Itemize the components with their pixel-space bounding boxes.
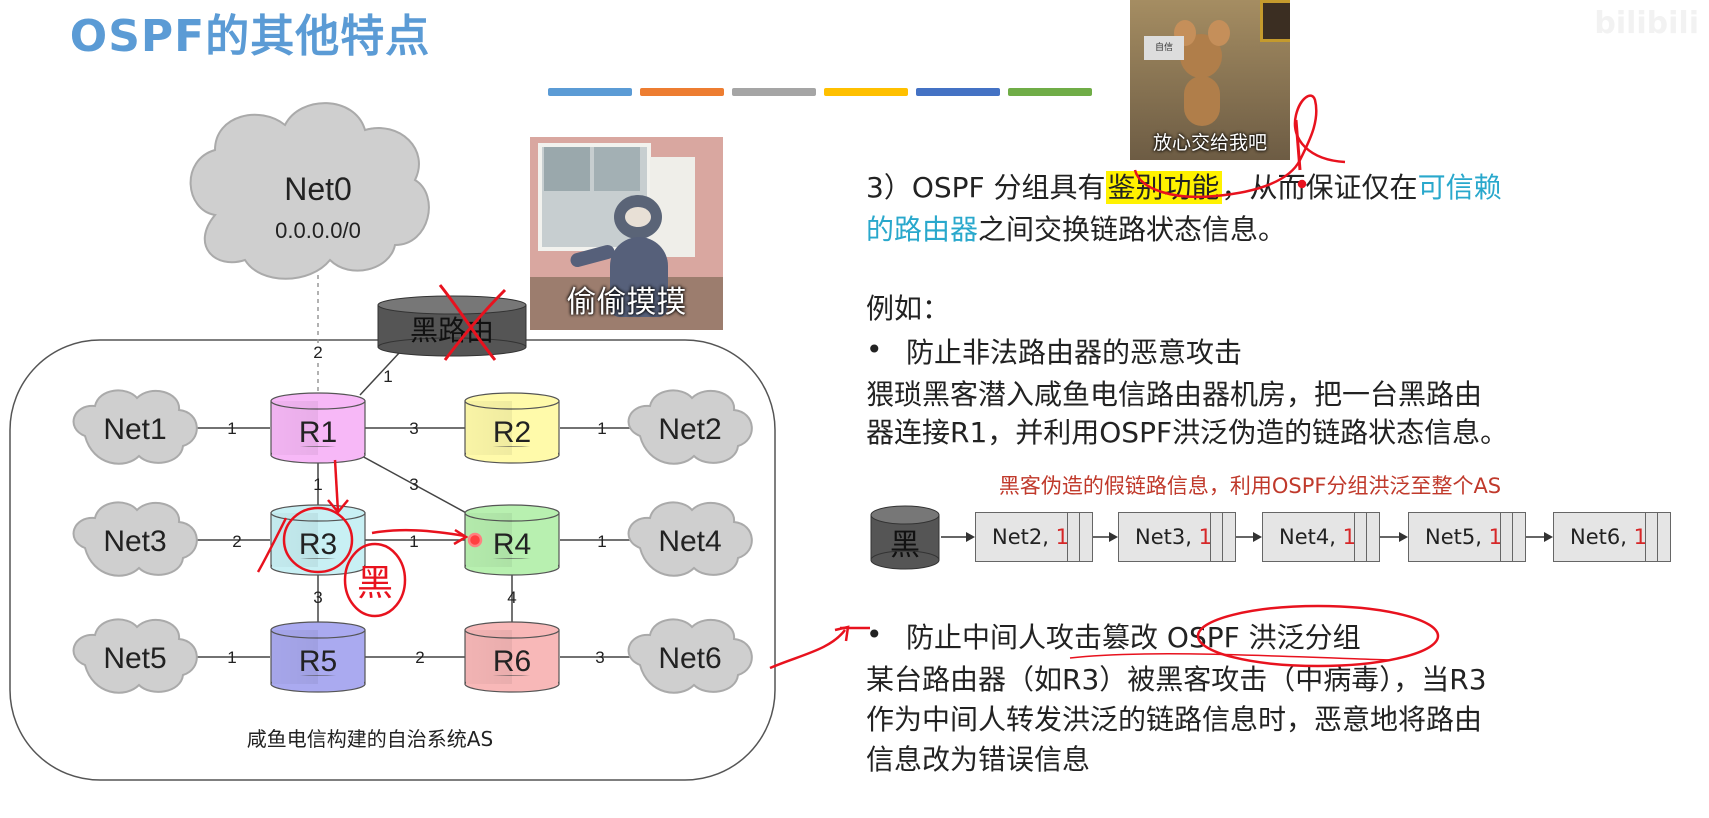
net-label: Net2 bbox=[658, 413, 721, 446]
links bbox=[190, 275, 640, 658]
circle-r3 bbox=[282, 506, 354, 574]
router-label: R2 bbox=[493, 416, 531, 449]
net0-addr: 0.0.0.0/0 bbox=[275, 218, 361, 243]
cost-r2-net2: 1 bbox=[597, 419, 606, 438]
bullet2-mark: • bbox=[866, 618, 883, 651]
fake-record: Net3, 1 bbox=[1118, 512, 1236, 562]
bullet2-line2: 作为中间人转发洪泛的链路信息时，恶意地将路由 bbox=[866, 703, 1483, 736]
router-r2: R2 bbox=[464, 392, 560, 464]
fake-record: Net5, 1 bbox=[1408, 512, 1526, 562]
cost-r1-r3: 1 bbox=[313, 475, 322, 494]
fake-record-text: Net6, 1 bbox=[1570, 525, 1647, 549]
highlight-auth: 鉴别功能 bbox=[1105, 171, 1222, 204]
cost-r4-r6: 4 bbox=[507, 588, 516, 607]
net-label: Net3 bbox=[103, 525, 166, 558]
color-bar bbox=[548, 88, 632, 96]
bullet2-line1: 某台路由器（如R3）被黑客攻击（中病毒），当R3 bbox=[866, 663, 1487, 696]
cost-r4-net4: 1 bbox=[597, 532, 606, 551]
arrow-left bbox=[769, 629, 846, 670]
net-label: Net4 bbox=[658, 525, 721, 558]
jerry-meme: 自信 放心交给我吧 bbox=[1130, 0, 1290, 160]
link-black-r1 bbox=[359, 351, 401, 396]
watermark: bilibili bbox=[1594, 6, 1699, 41]
router-r1: R1 bbox=[270, 392, 366, 464]
arrow-r1-r3 bbox=[333, 459, 340, 513]
color-bar bbox=[640, 88, 724, 96]
fake-record-text: Net2, 1 bbox=[992, 525, 1069, 549]
cloud-net1: Net1 bbox=[72, 389, 198, 465]
cost-r1-r4: 3 bbox=[409, 475, 418, 494]
color-bar bbox=[1008, 88, 1092, 96]
net-label: Net5 bbox=[103, 642, 166, 675]
cost-r3-r5: 3 bbox=[313, 588, 322, 607]
bullet1-mark: • bbox=[866, 333, 883, 366]
bullet1-line2: 器连接R1，并利用OSPF洪泛伪造的链路状态信息。 bbox=[866, 416, 1509, 449]
net-label: Net1 bbox=[103, 413, 166, 446]
cloud-net4: Net4 bbox=[627, 501, 753, 577]
router-label: R1 bbox=[299, 416, 337, 449]
fake-record-text: Net3, 1 bbox=[1135, 525, 1212, 549]
cost-net5-r5: 1 bbox=[227, 648, 236, 667]
color-bar bbox=[916, 88, 1000, 96]
fake-record-text: Net4, 1 bbox=[1279, 525, 1356, 549]
jerry-body bbox=[1184, 76, 1220, 126]
cost-r1-r2: 3 bbox=[409, 419, 418, 438]
annotation-black: 黑 bbox=[357, 563, 393, 604]
svg-text:2: 2 bbox=[313, 343, 322, 362]
bullet2-circled: OSPF 洪泛分组 bbox=[1166, 621, 1361, 654]
router-label: R4 bbox=[493, 528, 531, 561]
laser-dot bbox=[467, 532, 483, 548]
cloud-net0: Net0 0.0.0.0/0 bbox=[189, 102, 430, 280]
tom-meme: 偷偷摸摸 bbox=[530, 137, 723, 330]
router-r5: R5 bbox=[270, 621, 366, 693]
jerry-sign: 自信 bbox=[1144, 36, 1184, 60]
cloud-net3: Net3 bbox=[72, 501, 198, 577]
bullet2-line3: 信息改为错误信息 bbox=[866, 743, 1091, 776]
cost-net1-r1: 1 bbox=[227, 419, 236, 438]
chain-arrows bbox=[941, 532, 1553, 542]
router-r6: R6 bbox=[464, 621, 560, 693]
color-bar bbox=[732, 88, 816, 96]
fake-info-caption: 黑客伪造的假链路信息，利用OSPF分组洪泛至整个AS bbox=[998, 474, 1502, 498]
black-node-label: 黑 bbox=[890, 528, 920, 563]
as-label: 咸鱼电信构建的自治系统AS bbox=[247, 727, 493, 751]
cost-r6-net6: 3 bbox=[595, 648, 604, 667]
bullet1-title: 防止非法路由器的恶意攻击 bbox=[906, 336, 1243, 369]
fake-record: Net4, 1 bbox=[1262, 512, 1380, 562]
cost-r5-r6: 2 bbox=[415, 648, 424, 667]
handwritten-annotations: 黑 bbox=[256, 459, 483, 618]
jerry-caption: 放心交给我吧 bbox=[1152, 132, 1267, 154]
example-label: 例如： bbox=[866, 292, 951, 325]
cost-net0-r1: 2 bbox=[313, 343, 322, 362]
black-router: 黑路由 bbox=[377, 284, 527, 361]
cloud-net2: Net2 bbox=[627, 389, 753, 465]
bullet2-title: 防止中间人攻击篡改 OSPF 洪泛分组 bbox=[906, 621, 1361, 654]
network-diagram: Net0 0.0.0.0/0 2 2 1 1 3 1 1 3 2 1 1 3 4… bbox=[9, 102, 776, 781]
black-node: 黑 bbox=[870, 505, 940, 570]
point3-line1: 3）OSPF 分组具有鉴别功能，从而保证仅在可信赖 bbox=[866, 171, 1502, 204]
cloud-net5: Net5 bbox=[72, 618, 198, 694]
bullet1-line1: 猥琐黑客潜入咸鱼电信路由器机房，把一台黑路由 bbox=[866, 378, 1483, 411]
tom-caption: 偷偷摸摸 bbox=[566, 285, 687, 320]
cost-r3-r4: 1 bbox=[409, 532, 418, 551]
color-bar bbox=[824, 88, 908, 96]
point3-line2: 的路由器之间交换链路状态信息。 bbox=[866, 213, 1287, 246]
slide-title: OSPF的其他特点 bbox=[69, 11, 431, 62]
router-label: R5 bbox=[299, 645, 337, 678]
router-label: R3 bbox=[299, 528, 337, 561]
net0-name: Net0 bbox=[284, 171, 352, 207]
tom-body bbox=[610, 237, 668, 317]
cross-mark bbox=[438, 284, 507, 361]
fake-record-text: Net5, 1 bbox=[1425, 525, 1502, 549]
router-label: R6 bbox=[493, 645, 531, 678]
cost-net3-r3: 2 bbox=[232, 532, 241, 551]
net-label: Net6 bbox=[658, 642, 721, 675]
fake-record: Net2, 1 bbox=[975, 512, 1093, 562]
arrow-r3-r4 bbox=[371, 528, 466, 538]
cost-black-r1: 1 bbox=[383, 367, 392, 386]
link-r1-r4 bbox=[359, 454, 471, 516]
fake-record: Net6, 1 bbox=[1553, 512, 1671, 562]
cloud-net6: Net6 bbox=[627, 618, 753, 694]
